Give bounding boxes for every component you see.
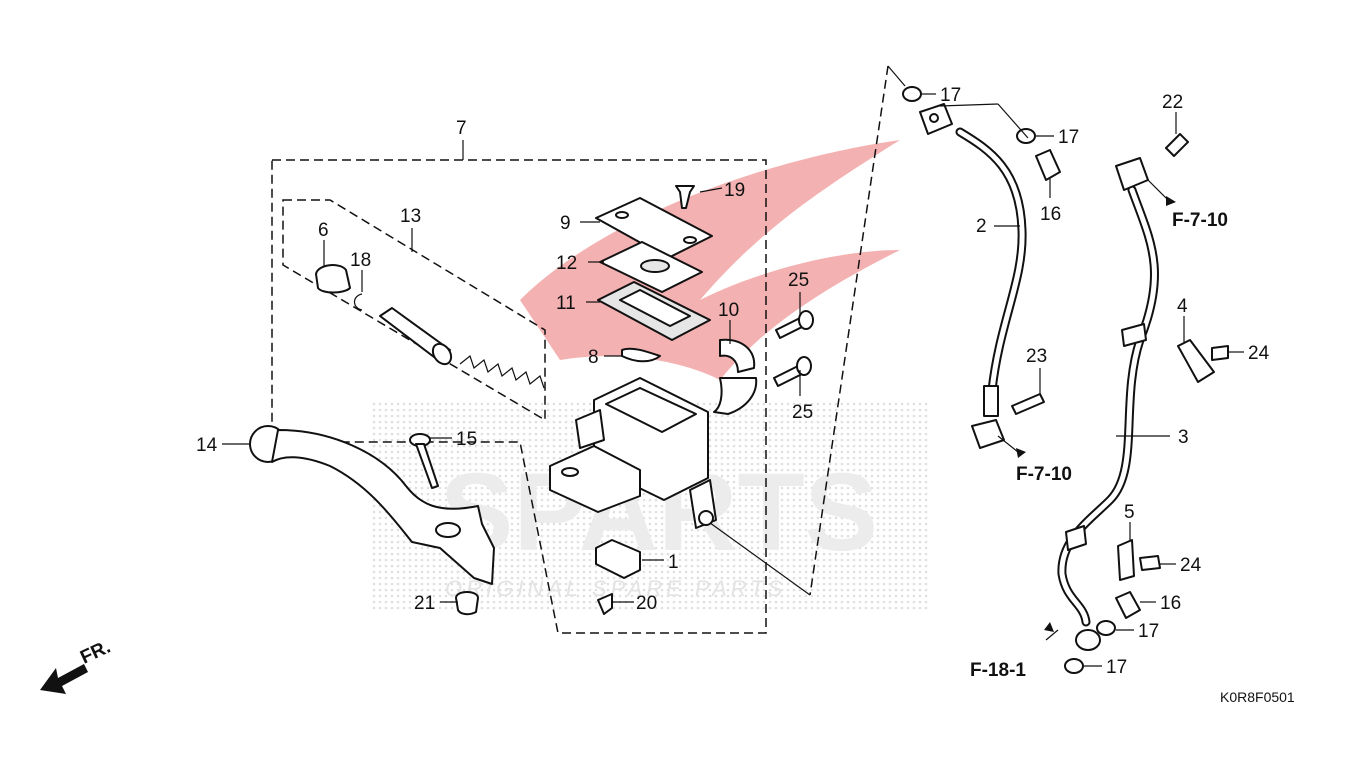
callout-6: 6 (318, 220, 329, 241)
callouts: 1 2 3 4 5 6 7 8 9 10 11 12 13 14 15 16 1… (196, 85, 1270, 678)
callout-24: 24 (1248, 343, 1270, 364)
callout-17: 17 (940, 85, 961, 106)
arrow-icon (40, 664, 88, 694)
callout-19: 19 (724, 180, 745, 201)
lever-pivot-bolt (409, 433, 439, 489)
grommet (455, 591, 479, 616)
callout-8: 8 (588, 347, 599, 368)
watermark-tagline: ORIGINAL SPARE PARTS (445, 576, 786, 601)
callout-13: 13 (400, 206, 421, 227)
reservoir-plate (599, 241, 703, 293)
callout-25: 25 (788, 270, 809, 291)
brake-hose-lower (1057, 157, 1160, 651)
callout-15: 15 (456, 429, 477, 450)
direction-label: FR. (77, 637, 114, 669)
stop-switch (595, 539, 641, 579)
return-spring (459, 354, 545, 389)
assembly-13-boundary (282, 199, 546, 422)
circlip (353, 293, 363, 311)
callout-14: 14 (196, 435, 218, 456)
master-cylinder-holder (713, 338, 758, 415)
sealing-washer (1096, 620, 1116, 636)
reference-f-18-1: F-18-1 (970, 660, 1026, 681)
oil-bolt (1115, 591, 1141, 619)
callout-7: 7 (456, 118, 467, 139)
callout-17: 17 (1106, 657, 1127, 678)
callout-9: 9 (560, 213, 571, 234)
callout-1: 1 (668, 552, 679, 573)
callout-23: 23 (1026, 346, 1047, 367)
callout-22: 22 (1162, 92, 1183, 113)
piston-boot (315, 264, 351, 294)
brake-lever (249, 425, 495, 585)
hose-routing-boundary (809, 65, 889, 596)
piston (379, 307, 453, 366)
callout-16: 16 (1160, 593, 1181, 614)
callout-18: 18 (350, 250, 371, 271)
callout-21: 21 (414, 593, 435, 614)
holder-bolt-lower (773, 356, 812, 387)
callout-5: 5 (1124, 502, 1135, 523)
sealing-washer (1064, 658, 1084, 674)
callout-11: 11 (556, 293, 576, 314)
float (621, 347, 661, 363)
clamp-bolt (1211, 345, 1229, 361)
brake-hose-upper (919, 103, 1027, 449)
hose-clamp-lower (1117, 539, 1135, 581)
callout-24: 24 (1180, 555, 1202, 576)
diagram-code: K0R8F0501 (1220, 689, 1295, 705)
callout-2: 2 (976, 216, 987, 237)
reference-f-7-10-upper: F-7-10 (1172, 210, 1228, 231)
clamp-bolt (1139, 555, 1161, 571)
watermark-wing-icon (520, 140, 900, 380)
joint-bolt (1165, 133, 1189, 157)
callout-4: 4 (1177, 296, 1188, 317)
leader-lines (222, 93, 1244, 667)
callout-20: 20 (636, 593, 657, 614)
master-cylinder-body (549, 377, 717, 529)
callout-10: 10 (718, 300, 739, 321)
front-direction-arrow: FR. (40, 637, 114, 694)
callout-17: 17 (1058, 127, 1079, 148)
oil-bolt (1035, 149, 1061, 181)
callout-12: 12 (556, 253, 577, 274)
holder-bolt-upper (775, 310, 814, 339)
callout-3: 3 (1178, 427, 1189, 448)
switch-screw (597, 593, 613, 615)
cap-screw (675, 185, 695, 209)
callout-16: 16 (1040, 204, 1061, 225)
callout-17: 17 (1138, 621, 1159, 642)
diaphragm (597, 281, 711, 341)
hose-clamp-upper (1177, 339, 1215, 383)
callout-25: 25 (792, 402, 813, 423)
joint-bolt (1011, 393, 1045, 415)
reference-f-7-10-lower: F-7-10 (1016, 464, 1072, 485)
sealing-washer (902, 86, 922, 102)
